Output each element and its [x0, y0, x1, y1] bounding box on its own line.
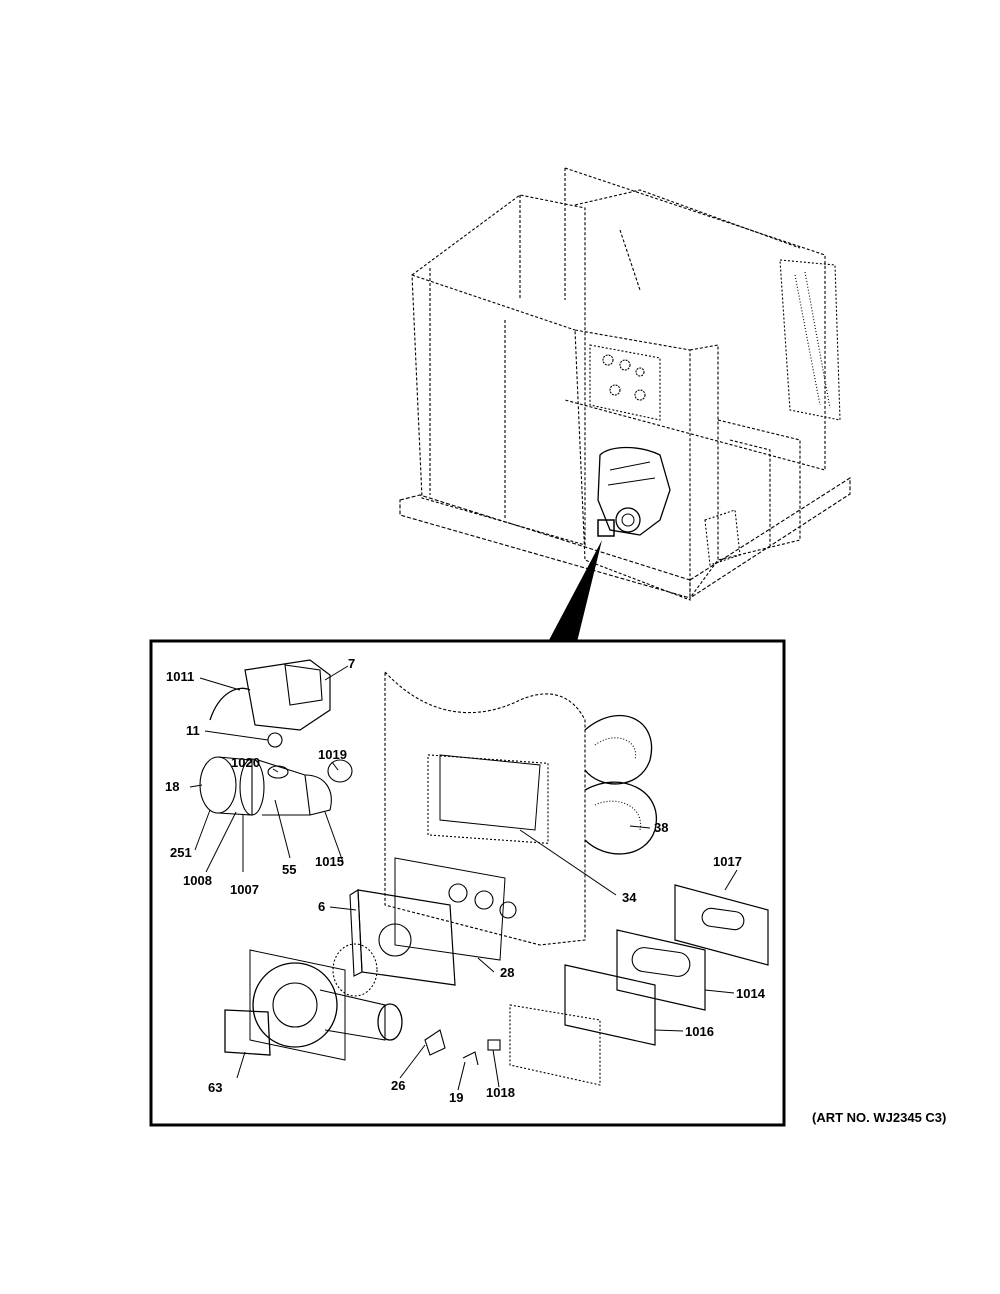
callout-1017: 1017	[713, 854, 742, 869]
callout-1018: 1018	[486, 1085, 515, 1100]
callout-labels: 1011 7 11 1020 1019 18 251 1008 1007 55 …	[165, 656, 766, 1105]
callout-1008: 1008	[183, 873, 212, 888]
callout-26: 26	[391, 1078, 405, 1093]
callout-34: 34	[622, 890, 637, 905]
art-number: (ART NO. WJ2345 C3)	[812, 1110, 947, 1125]
callout-28: 28	[500, 965, 514, 980]
callout-19: 19	[449, 1090, 463, 1105]
callout-1019: 1019	[318, 747, 347, 762]
callout-38: 38	[654, 820, 668, 835]
callout-6: 6	[318, 899, 325, 914]
leader-lines	[189, 665, 738, 1091]
detail-frame	[149, 639, 786, 1127]
callout-1014: 1014	[736, 986, 766, 1001]
callout-18: 18	[165, 779, 179, 794]
callout-1007: 1007	[230, 882, 259, 897]
cabinet-overview	[399, 167, 851, 601]
callout-7: 7	[348, 656, 355, 671]
detail-pointer	[548, 540, 602, 642]
callout-1011: 1011	[166, 669, 194, 684]
callout-11: 11	[186, 723, 200, 738]
callout-55: 55	[282, 862, 296, 877]
callout-1016: 1016	[685, 1024, 714, 1039]
callout-1015: 1015	[315, 854, 344, 869]
callout-1020: 1020	[231, 755, 260, 770]
callout-251: 251	[170, 845, 192, 860]
callout-63: 63	[208, 1080, 222, 1095]
